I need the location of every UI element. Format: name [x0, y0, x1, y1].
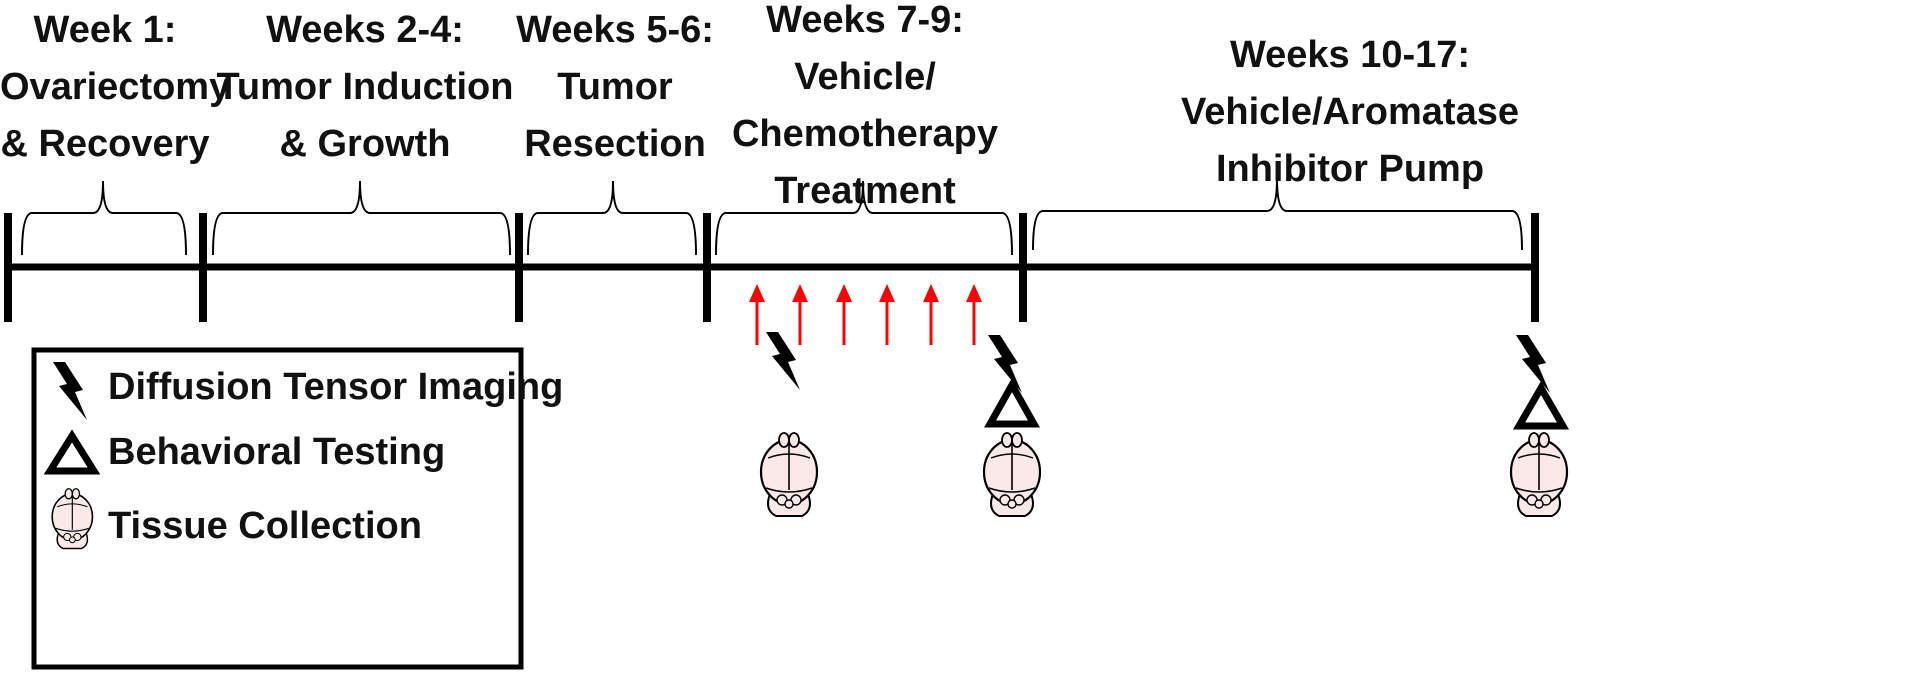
phase-label-week1: Week 1: Ovariectomy & Recovery — [0, 2, 231, 173]
legend-dti-label: Diffusion Tensor Imaging — [108, 366, 564, 408]
phase-line: Weeks 2-4: — [266, 9, 464, 51]
phase-line: Weeks 10-17: — [1229, 34, 1471, 76]
red-arrow-icon — [879, 284, 895, 345]
phase-line: Vehicle/ — [794, 56, 936, 98]
brain-icon — [1509, 431, 1569, 518]
phase-label-weeks10-17: Weeks 10-17: Vehicle/Aromatase Inhibitor… — [1155, 27, 1545, 198]
phase-brace — [212, 180, 511, 256]
phase-line: Inhibitor Pump — [1215, 148, 1485, 190]
phase-label-weeks2-4: Weeks 2-4: Tumor Induction & Growth — [210, 2, 520, 173]
phase-brace — [21, 180, 187, 256]
phase-line: Weeks 7-9: — [766, 0, 964, 41]
legend-tissue-label: Tissue Collection — [108, 505, 422, 547]
lightning-bolt-icon — [988, 335, 1022, 393]
triangle-icon — [984, 377, 1040, 428]
lightning-bolt-icon — [1516, 335, 1550, 393]
phase-line: Resection — [524, 123, 706, 165]
red-arrow-icon — [749, 284, 765, 345]
phase-line: Week 1: — [33, 9, 177, 51]
phase-brace — [527, 180, 697, 256]
treatment-arrows — [749, 284, 982, 345]
phase-brace — [1032, 178, 1523, 251]
red-arrow-icon — [792, 284, 808, 345]
red-arrow-icon — [836, 284, 852, 345]
phase-line: & Growth — [279, 123, 451, 165]
legend-box — [31, 347, 524, 670]
phase-line: Vehicle/Aromatase — [1181, 91, 1519, 133]
triangle-icon — [43, 429, 101, 475]
phase-line: Weeks 5-6: — [516, 9, 714, 51]
phase-line: Tumor Induction — [216, 66, 514, 108]
phase-label-weeks5-6: Weeks 5-6: Tumor Resection — [510, 2, 720, 173]
phase-brace — [715, 180, 1013, 256]
lightning-bolt-icon — [766, 332, 800, 390]
phase-line: Ovariectomy — [0, 66, 231, 108]
red-arrow-icon — [923, 284, 939, 345]
phase-line: Chemotherapy — [731, 113, 999, 155]
brain-icon — [759, 431, 819, 518]
red-arrow-icon — [966, 284, 982, 345]
phase-line: Tumor — [557, 66, 673, 108]
brain-icon — [982, 431, 1042, 518]
phase-line: & Recovery — [0, 123, 210, 165]
legend-behavior-label: Behavioral Testing — [108, 431, 446, 473]
triangle-icon — [1512, 381, 1570, 430]
